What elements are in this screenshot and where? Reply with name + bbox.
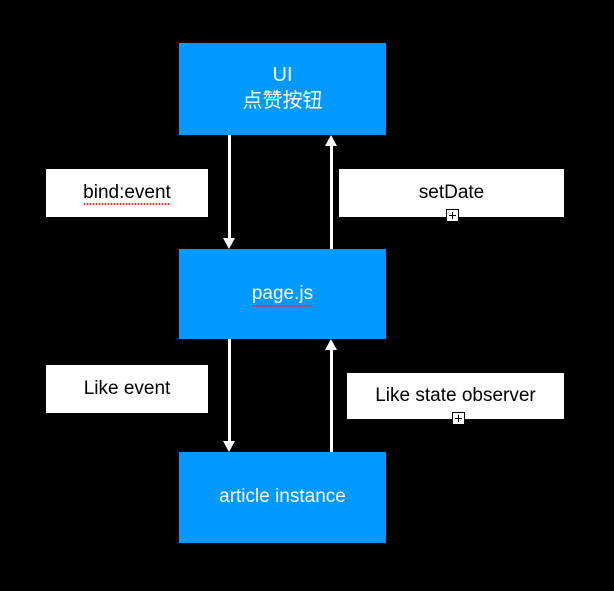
edge-label-bind-event[interactable]: bind:event — [46, 169, 208, 217]
arrow-shaft — [228, 135, 231, 238]
arrow-shaft — [330, 146, 333, 249]
edge-label-like-event-text: Like event — [83, 378, 171, 399]
node-ui-title: UI — [272, 64, 293, 87]
edge-label-bind-event-text: bind:event — [83, 182, 171, 205]
arrow-head-up-icon — [325, 135, 337, 146]
edge-label-like-event[interactable]: Like event — [46, 365, 208, 413]
node-article-label: article instance — [219, 486, 346, 508]
edge-label-set-date-text: setDate — [418, 182, 485, 203]
node-pagejs-label: page.js — [251, 282, 314, 308]
node-ui[interactable]: UI 点赞按钮 — [179, 43, 386, 135]
arrow-head-down-icon — [223, 238, 235, 249]
node-pagejs[interactable]: page.js — [179, 249, 386, 339]
node-article[interactable]: article instance — [179, 452, 386, 543]
arrow-shaft — [330, 350, 333, 452]
edge-label-like-state-observer[interactable]: Like state observer — [347, 373, 564, 419]
arrow-head-up-icon — [325, 339, 337, 350]
plus-handle-icon[interactable] — [446, 209, 459, 222]
arrow-shaft — [228, 339, 231, 441]
edge-label-like-state-observer-text: Like state observer — [375, 385, 536, 406]
plus-handle-icon[interactable] — [452, 412, 465, 425]
arrow-head-down-icon — [223, 441, 235, 452]
node-ui-subtitle: 点赞按钮 — [242, 90, 323, 112]
